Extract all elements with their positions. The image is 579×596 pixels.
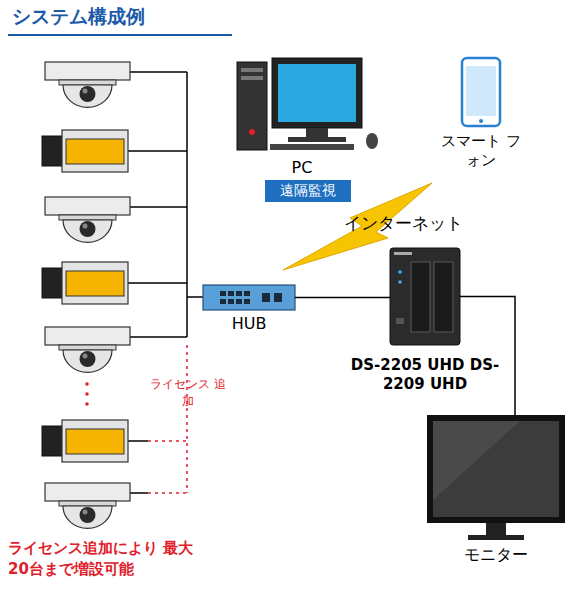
hub-icon-part: [228, 299, 234, 304]
monitor-icon: [427, 415, 565, 540]
node-text: DS-2205 UHD DS-2209 UHD: [350, 356, 500, 394]
license-dashed-lines-part: [148, 492, 187, 494]
title-underline: [8, 35, 232, 36]
node-text: インターネット: [333, 213, 473, 234]
nas-icon-part: [390, 248, 460, 345]
pc-icon-part: [249, 129, 255, 135]
network-cable: [295, 297, 390, 299]
pc-node: PC: [237, 58, 367, 153]
camera-icons-part: [42, 130, 128, 172]
hub-icon-part: [244, 299, 250, 304]
remote-monitoring-band: 遠隔監視: [265, 180, 351, 202]
nas-icon: [390, 248, 460, 345]
hub-icon-part: [228, 291, 234, 296]
camera-wires-part: [130, 336, 187, 338]
monitor-icon-part: [433, 421, 559, 517]
hub-icon-part: [244, 291, 250, 296]
pc-icon-part: [241, 68, 263, 72]
hub-icon-part: [262, 293, 270, 302]
pc-icon-part: [270, 144, 354, 150]
expansion-note: ライセンス追加により 最大20台まで増設可能: [8, 538, 208, 580]
license-dashed-lines-part: [186, 345, 188, 493]
nas-icon-part: [398, 280, 402, 284]
title-underline-part: [8, 34, 232, 36]
hub-icon-part: [220, 291, 226, 296]
camera-wires-part: [128, 282, 187, 284]
camera-icons: [42, 62, 130, 528]
network-cable: [460, 297, 515, 416]
license-dashed-lines-part: [148, 440, 187, 442]
pc-icon-part: [366, 133, 378, 149]
hub-icon: [203, 285, 295, 310]
hub-icon-part: [274, 293, 282, 302]
camera-wires-part: [187, 296, 203, 298]
camera-wires-part: [130, 71, 187, 73]
hub-icon-part: [203, 285, 295, 310]
ellipsis-dots: [85, 382, 89, 406]
license-note: ライセンス 追加: [148, 376, 228, 410]
monitor-icon-part: [486, 523, 506, 535]
hub-node: HUB: [203, 285, 295, 310]
camera-icons-part: [42, 262, 128, 304]
hub-icon-part: [236, 299, 242, 304]
node-text: モニター: [427, 545, 565, 565]
smartphone-icon-part: [466, 66, 496, 116]
nas-icon-part: [398, 270, 402, 274]
monitor-node: モニター: [427, 415, 565, 540]
smartphone-node: スマート フォン: [460, 56, 502, 128]
camera-icons-part: [45, 62, 130, 107]
nas-icon-part: [411, 262, 430, 332]
smartphone-icon-part: [479, 119, 483, 123]
smartphone-icon: [462, 58, 500, 126]
pc-icon-part: [306, 128, 328, 137]
ellipsis-dots-part: [85, 382, 89, 386]
nas-node: DS-2205 UHD DS-2209 UHD: [390, 248, 460, 345]
pc-icon-part: [288, 137, 346, 142]
camera-wires-part: [130, 206, 187, 208]
smartphone-icon-part: [462, 58, 500, 126]
pc-icon-part: [241, 76, 263, 80]
monitor-icon-part: [433, 421, 520, 500]
camera-icons-part: [42, 420, 128, 462]
camera-icons-part: [45, 483, 130, 528]
monitor-icon-part: [468, 535, 524, 540]
license-dashed-lines: [148, 345, 187, 493]
node-text: PC: [237, 158, 367, 178]
diagram-title: システム構成例: [12, 4, 145, 30]
camera-wires-part: [130, 492, 148, 494]
nas-icon-part: [434, 262, 453, 332]
pc-icon-part: [278, 64, 356, 122]
ellipsis-dots-part: [85, 392, 89, 396]
camera-wires: [128, 72, 203, 493]
camera-wires-part: [128, 150, 187, 152]
internet-node: インターネット: [283, 183, 473, 271]
camera-icons-part: [45, 197, 130, 242]
hub-icon-part: [236, 291, 242, 296]
camera-wires-part: [128, 440, 148, 442]
pc-icon-part: [272, 58, 362, 128]
hub-icon-part: [220, 299, 226, 304]
nas-icon-part: [396, 318, 404, 324]
node-text: スマート フォン: [440, 132, 522, 170]
nas-icon-part: [394, 252, 412, 255]
pc-icon: [237, 58, 378, 150]
node-text: HUB: [203, 314, 295, 334]
node-text: 遠隔監視: [265, 182, 351, 200]
camera-icons-part: [45, 327, 130, 372]
monitor-icon-part: [427, 415, 565, 523]
ellipsis-dots-part: [85, 402, 89, 406]
pc-icon-part: [237, 62, 267, 150]
